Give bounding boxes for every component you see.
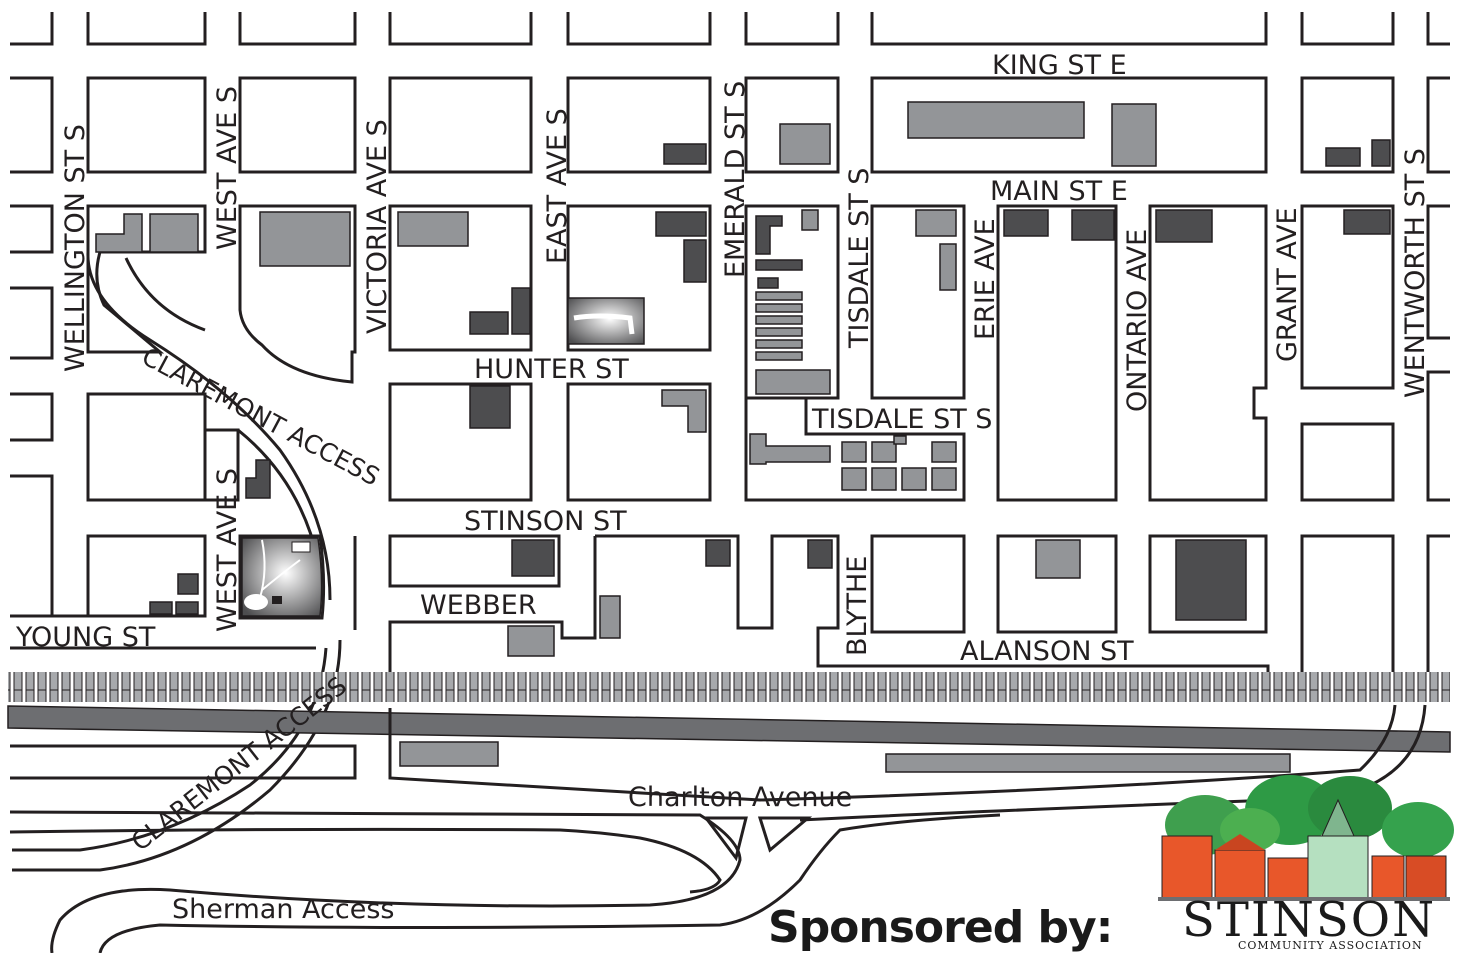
stinson-logo-art — [1158, 775, 1454, 901]
label-hunter-st: HUNTER ST — [474, 354, 629, 385]
label-grant-ave: GRANT AVE — [1272, 207, 1303, 362]
label-west-ave-s-south: WEST AVE S — [212, 468, 243, 632]
label-sherman-access: Sherman Access — [172, 894, 394, 925]
label-wellington-st-s: WELLINGTON ST S — [60, 124, 91, 372]
lower-roads — [9, 810, 1001, 953]
label-webber: WEBBER — [420, 590, 537, 621]
buildings-light — [95, 101, 1291, 773]
label-wentworth-st-s: WENTWORTH ST S — [1400, 148, 1431, 398]
label-main-st-e: MAIN ST E — [990, 176, 1128, 207]
label-east-ave-s: EAST AVE S — [542, 108, 573, 264]
label-victoria-ave-s: VICTORIA AVE S — [362, 119, 393, 334]
buildings-dark — [149, 139, 1391, 621]
label-king-st-e: KING ST E — [992, 50, 1127, 81]
park-east-ave — [567, 297, 645, 345]
stinson-logo-name: STINSON — [1182, 892, 1437, 948]
railway — [7, 672, 1451, 753]
label-alanson-st: ALANSON ST — [960, 636, 1134, 667]
label-emerald-st-s: EMERALD ST S — [720, 81, 751, 278]
label-charlton-avenue: Charlton Avenue — [628, 782, 852, 813]
tisdale-houses — [841, 435, 957, 491]
label-ontario-ave: ONTARIO AVE — [1122, 229, 1153, 412]
stinson-logo-subtitle: COMMUNITY ASSOCIATION — [1238, 939, 1423, 952]
tree-canopy — [1165, 775, 1454, 858]
label-west-ave-s-north: WEST AVE S — [212, 86, 243, 250]
label-blythe: BLYTHE — [842, 556, 873, 656]
houses — [1158, 798, 1450, 901]
label-tisdale-st-s-vertical: TISDALE ST S — [844, 168, 875, 349]
park-west-ave — [241, 537, 323, 617]
block-row-main-hunter — [10, 204, 1450, 502]
label-erie-ave: ERIE AVE — [970, 218, 1001, 340]
label-young-st: YOUNG ST — [15, 622, 156, 653]
townhouse-rows — [755, 291, 831, 395]
label-stinson-st: STINSON ST — [464, 506, 627, 537]
sponsored-by-label: Sponsored by: — [768, 902, 1113, 953]
block-row-top — [10, 12, 1450, 46]
label-tisdale-st-s-horizontal: TISDALE ST S — [811, 404, 992, 435]
